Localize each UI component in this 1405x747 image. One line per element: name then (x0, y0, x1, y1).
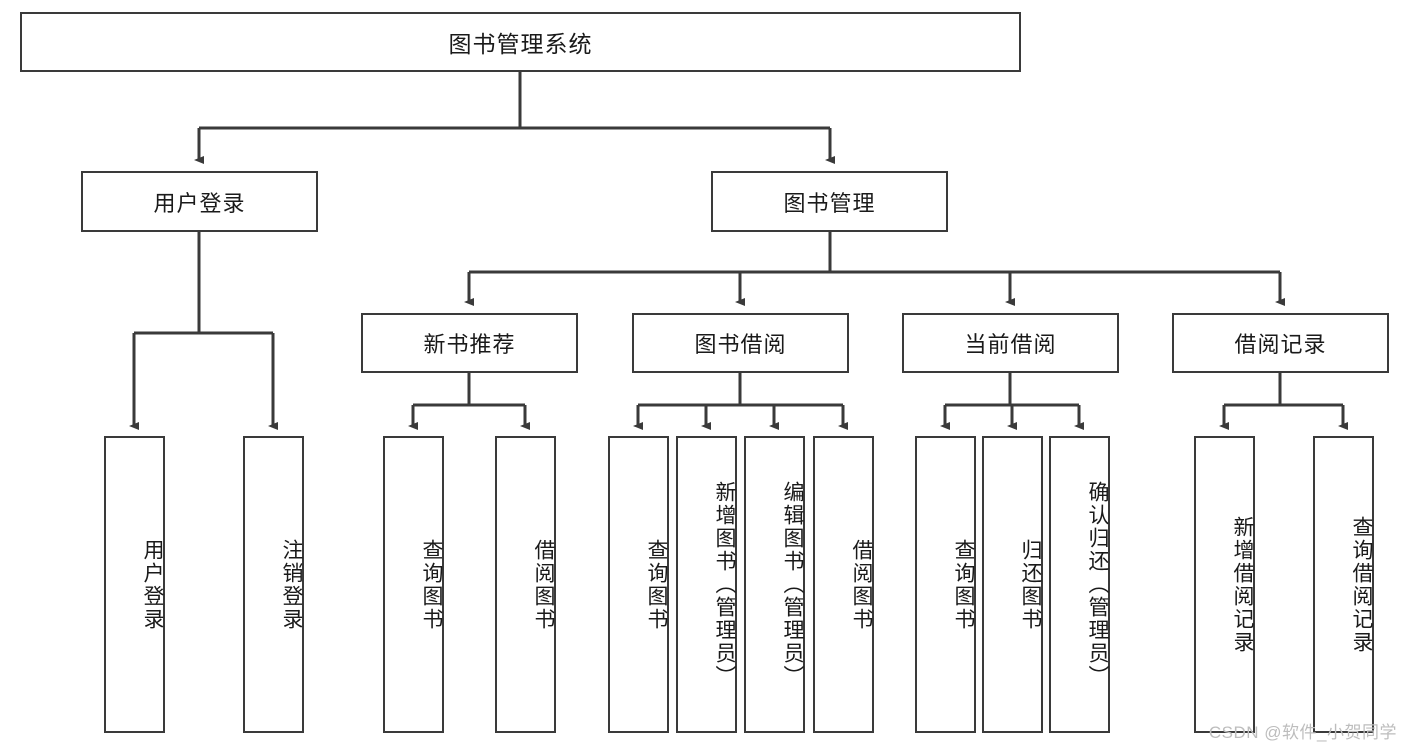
node-leaf-add-book[interactable]: 新增图书（管理员） (676, 436, 737, 733)
node-label: 确认归还（管理员） (1086, 481, 1109, 688)
node-label: 查询借阅记录 (1350, 515, 1373, 654)
node-new-book-recommend[interactable]: 新书推荐 (361, 313, 578, 373)
node-leaf-user-login[interactable]: 用户登录 (104, 436, 165, 733)
node-leaf-query-book-1[interactable]: 查询图书 (383, 436, 444, 733)
node-leaf-edit-book[interactable]: 编辑图书（管理员） (744, 436, 805, 733)
node-current-borrow[interactable]: 当前借阅 (902, 313, 1119, 373)
node-label: 注销登录 (280, 538, 303, 631)
node-book-management-system[interactable]: 图书管理系统 (20, 12, 1021, 72)
node-label: 图书借阅 (694, 332, 787, 357)
node-label: 查询图书 (420, 538, 443, 631)
node-leaf-return-book[interactable]: 归还图书 (982, 436, 1043, 733)
node-leaf-borrow-book-1[interactable]: 借阅图书 (495, 436, 556, 733)
node-leaf-confirm-return[interactable]: 确认归还（管理员） (1049, 436, 1110, 733)
node-borrow-record[interactable]: 借阅记录 (1172, 313, 1389, 373)
node-label: 借阅记录 (1234, 332, 1327, 357)
node-label: 新增图书（管理员） (713, 481, 736, 688)
node-label: 编辑图书（管理员） (781, 481, 804, 688)
node-label: 当前借阅 (964, 332, 1057, 357)
node-leaf-query-record[interactable]: 查询借阅记录 (1313, 436, 1374, 733)
node-label: 查询图书 (952, 538, 975, 631)
node-book-management[interactable]: 图书管理 (711, 171, 948, 232)
node-label: 图书管理系统 (448, 31, 593, 57)
node-label: 图书管理 (783, 190, 876, 216)
node-leaf-query-book-2[interactable]: 查询图书 (608, 436, 669, 733)
node-leaf-query-book-3[interactable]: 查询图书 (915, 436, 976, 733)
node-leaf-add-record[interactable]: 新增借阅记录 (1194, 436, 1255, 733)
node-label: 用户登录 (153, 190, 246, 216)
node-label: 借阅图书 (850, 538, 873, 631)
node-book-borrow[interactable]: 图书借阅 (632, 313, 849, 373)
node-user-login[interactable]: 用户登录 (81, 171, 318, 232)
node-leaf-logout-login[interactable]: 注销登录 (243, 436, 304, 733)
node-label: 新书推荐 (423, 332, 516, 357)
node-label: 归还图书 (1019, 538, 1042, 631)
node-label: 查询图书 (645, 538, 668, 631)
node-leaf-borrow-book-2[interactable]: 借阅图书 (813, 436, 874, 733)
node-label: 新增借阅记录 (1231, 515, 1254, 654)
node-label: 用户登录 (141, 538, 164, 631)
node-label: 借阅图书 (532, 538, 555, 631)
